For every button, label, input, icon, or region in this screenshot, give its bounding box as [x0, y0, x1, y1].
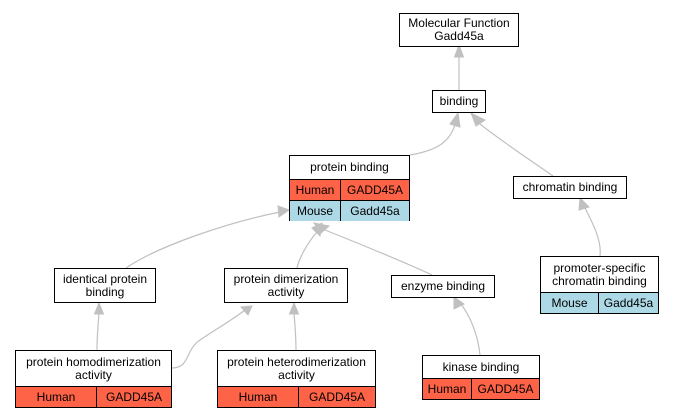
node-label: binding — [439, 94, 479, 108]
go-node-chromatin-binding[interactable]: chromatin binding — [513, 176, 627, 199]
go-node-identical-protein-binding[interactable]: identical protein binding — [54, 268, 156, 303]
node-label: identical protein binding — [62, 271, 148, 299]
node-label: protein binding — [310, 160, 389, 174]
edge-chromatin-binding-to-binding — [479, 123, 554, 177]
edge-kinase-to-enzyme — [459, 302, 481, 356]
gene-row-mouse: Mouse Gadd45a — [541, 292, 658, 313]
gene-row-human: Human GADD45A — [218, 386, 375, 407]
go-node-kinase-binding[interactable]: kinase binding Human GADD45A — [422, 355, 540, 400]
go-node-protein-homodimerization-activity[interactable]: protein homodimerization activity Human … — [15, 350, 172, 408]
edge-identical-to-protein-binding — [125, 211, 281, 269]
organism-cell: Human — [423, 379, 471, 399]
go-node-molecular-function[interactable]: Molecular Function Gadd45a — [399, 13, 519, 47]
organism-cell: Human — [290, 180, 340, 200]
gene-cell: Gadd45a — [598, 293, 658, 313]
go-node-protein-dimerization-activity[interactable]: protein dimerization activity — [224, 268, 348, 303]
node-label: protein homodimerization activity — [26, 354, 161, 382]
node-label: kinase binding — [442, 359, 520, 374]
gene-cell: GADD45A — [340, 180, 409, 200]
go-node-protein-heterodimerization-activity[interactable]: protein heterodimerization activity Huma… — [217, 350, 376, 408]
edge-protein-binding-to-binding — [409, 124, 456, 156]
edge-dimerization-to-protein-binding — [296, 231, 318, 269]
arrowhead-dimerization-a — [239, 305, 253, 316]
edge-homodimer-to-dimerization — [171, 309, 246, 369]
gene-cell: GADD45A — [96, 387, 171, 407]
edge-enzyme-to-protein-binding — [324, 229, 433, 276]
edge-homodimer-to-identical — [96, 312, 100, 351]
organism-cell: Human — [218, 387, 298, 407]
node-label: promoter-specific chromatin binding — [552, 260, 647, 288]
node-label: protein dimerization activity — [233, 271, 339, 299]
organism-cell: Mouse — [541, 293, 598, 313]
organism-cell: Mouse — [290, 201, 340, 221]
arrowhead-protein-binding-c — [312, 222, 331, 234]
arrowhead-binding-a — [449, 111, 461, 128]
arrowhead-root — [453, 43, 465, 58]
go-node-binding[interactable]: binding — [432, 90, 486, 113]
organism-cell: Human — [16, 387, 96, 407]
arrowhead-protein-binding-a — [277, 205, 291, 218]
go-node-protein-binding[interactable]: protein binding Human GADD45A Mouse Gadd… — [289, 155, 410, 221]
edge-heterodimer-to-dimerization — [293, 312, 297, 351]
arrowhead-dimerization-b — [288, 301, 300, 315]
arrowhead-chromatin — [578, 196, 590, 211]
edge-promoter-to-chromatin-binding — [584, 207, 601, 257]
go-node-enzyme-binding[interactable]: enzyme binding — [391, 275, 495, 298]
arrowhead-binding-b — [470, 111, 486, 127]
gene-row-mouse: Mouse Gadd45a — [290, 200, 409, 221]
gene-row-human: Human GADD45A — [290, 179, 409, 200]
node-label: Molecular Function Gadd45a — [408, 16, 510, 43]
gene-cell: Gadd45a — [340, 201, 409, 221]
gene-row-human: Human GADD45A — [423, 378, 539, 399]
gene-cell: GADD45A — [471, 379, 539, 399]
gene-row-human: Human GADD45A — [16, 386, 171, 407]
node-label: chromatin binding — [522, 180, 618, 194]
arrowhead-identical — [93, 301, 105, 315]
gene-cell: GADD45A — [298, 387, 375, 407]
node-label: enzyme binding — [400, 279, 486, 293]
arrowhead-enzyme — [453, 296, 465, 310]
node-label: protein heterodimerization activity — [227, 354, 366, 382]
go-node-promoter-specific-chromatin-binding[interactable]: promoter-specific chromatin binding Mous… — [540, 256, 659, 314]
